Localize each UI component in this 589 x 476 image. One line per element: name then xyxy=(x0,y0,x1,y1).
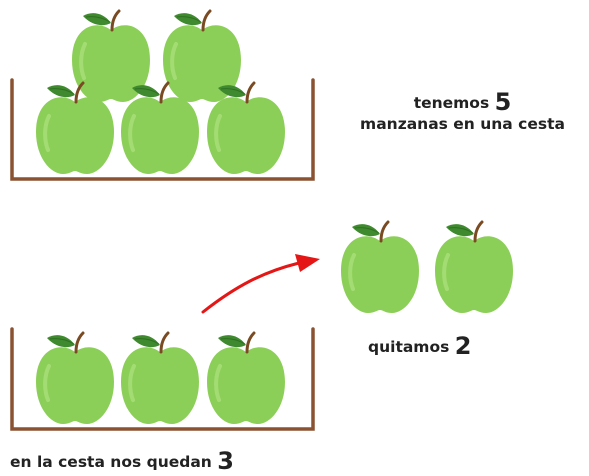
apple xyxy=(205,331,287,426)
bottom-basket-apples xyxy=(34,331,287,426)
caption-removed-prefix: quitamos xyxy=(368,338,450,356)
removed-apples xyxy=(339,220,515,315)
caption-start-number: 5 xyxy=(494,88,512,116)
caption-start: tenemos 5 manzanas en una cesta xyxy=(340,90,585,135)
caption-removed: quitamos 2 xyxy=(368,332,471,360)
caption-start-suffix: manzanas en una cesta xyxy=(360,115,565,133)
top-basket xyxy=(10,78,315,181)
caption-remaining-prefix: en la cesta nos quedan xyxy=(10,453,212,471)
apple xyxy=(339,220,421,315)
apple xyxy=(34,331,116,426)
apple xyxy=(119,331,201,426)
caption-remaining-number: 3 xyxy=(217,447,234,475)
apple xyxy=(433,220,515,315)
bottom-basket xyxy=(10,327,315,431)
caption-start-prefix: tenemos xyxy=(413,94,490,112)
arrow-icon xyxy=(201,254,320,314)
caption-removed-number: 2 xyxy=(454,332,472,360)
top-basket-apples xyxy=(34,9,287,176)
caption-remaining: en la cesta nos quedan 3 xyxy=(10,447,234,475)
